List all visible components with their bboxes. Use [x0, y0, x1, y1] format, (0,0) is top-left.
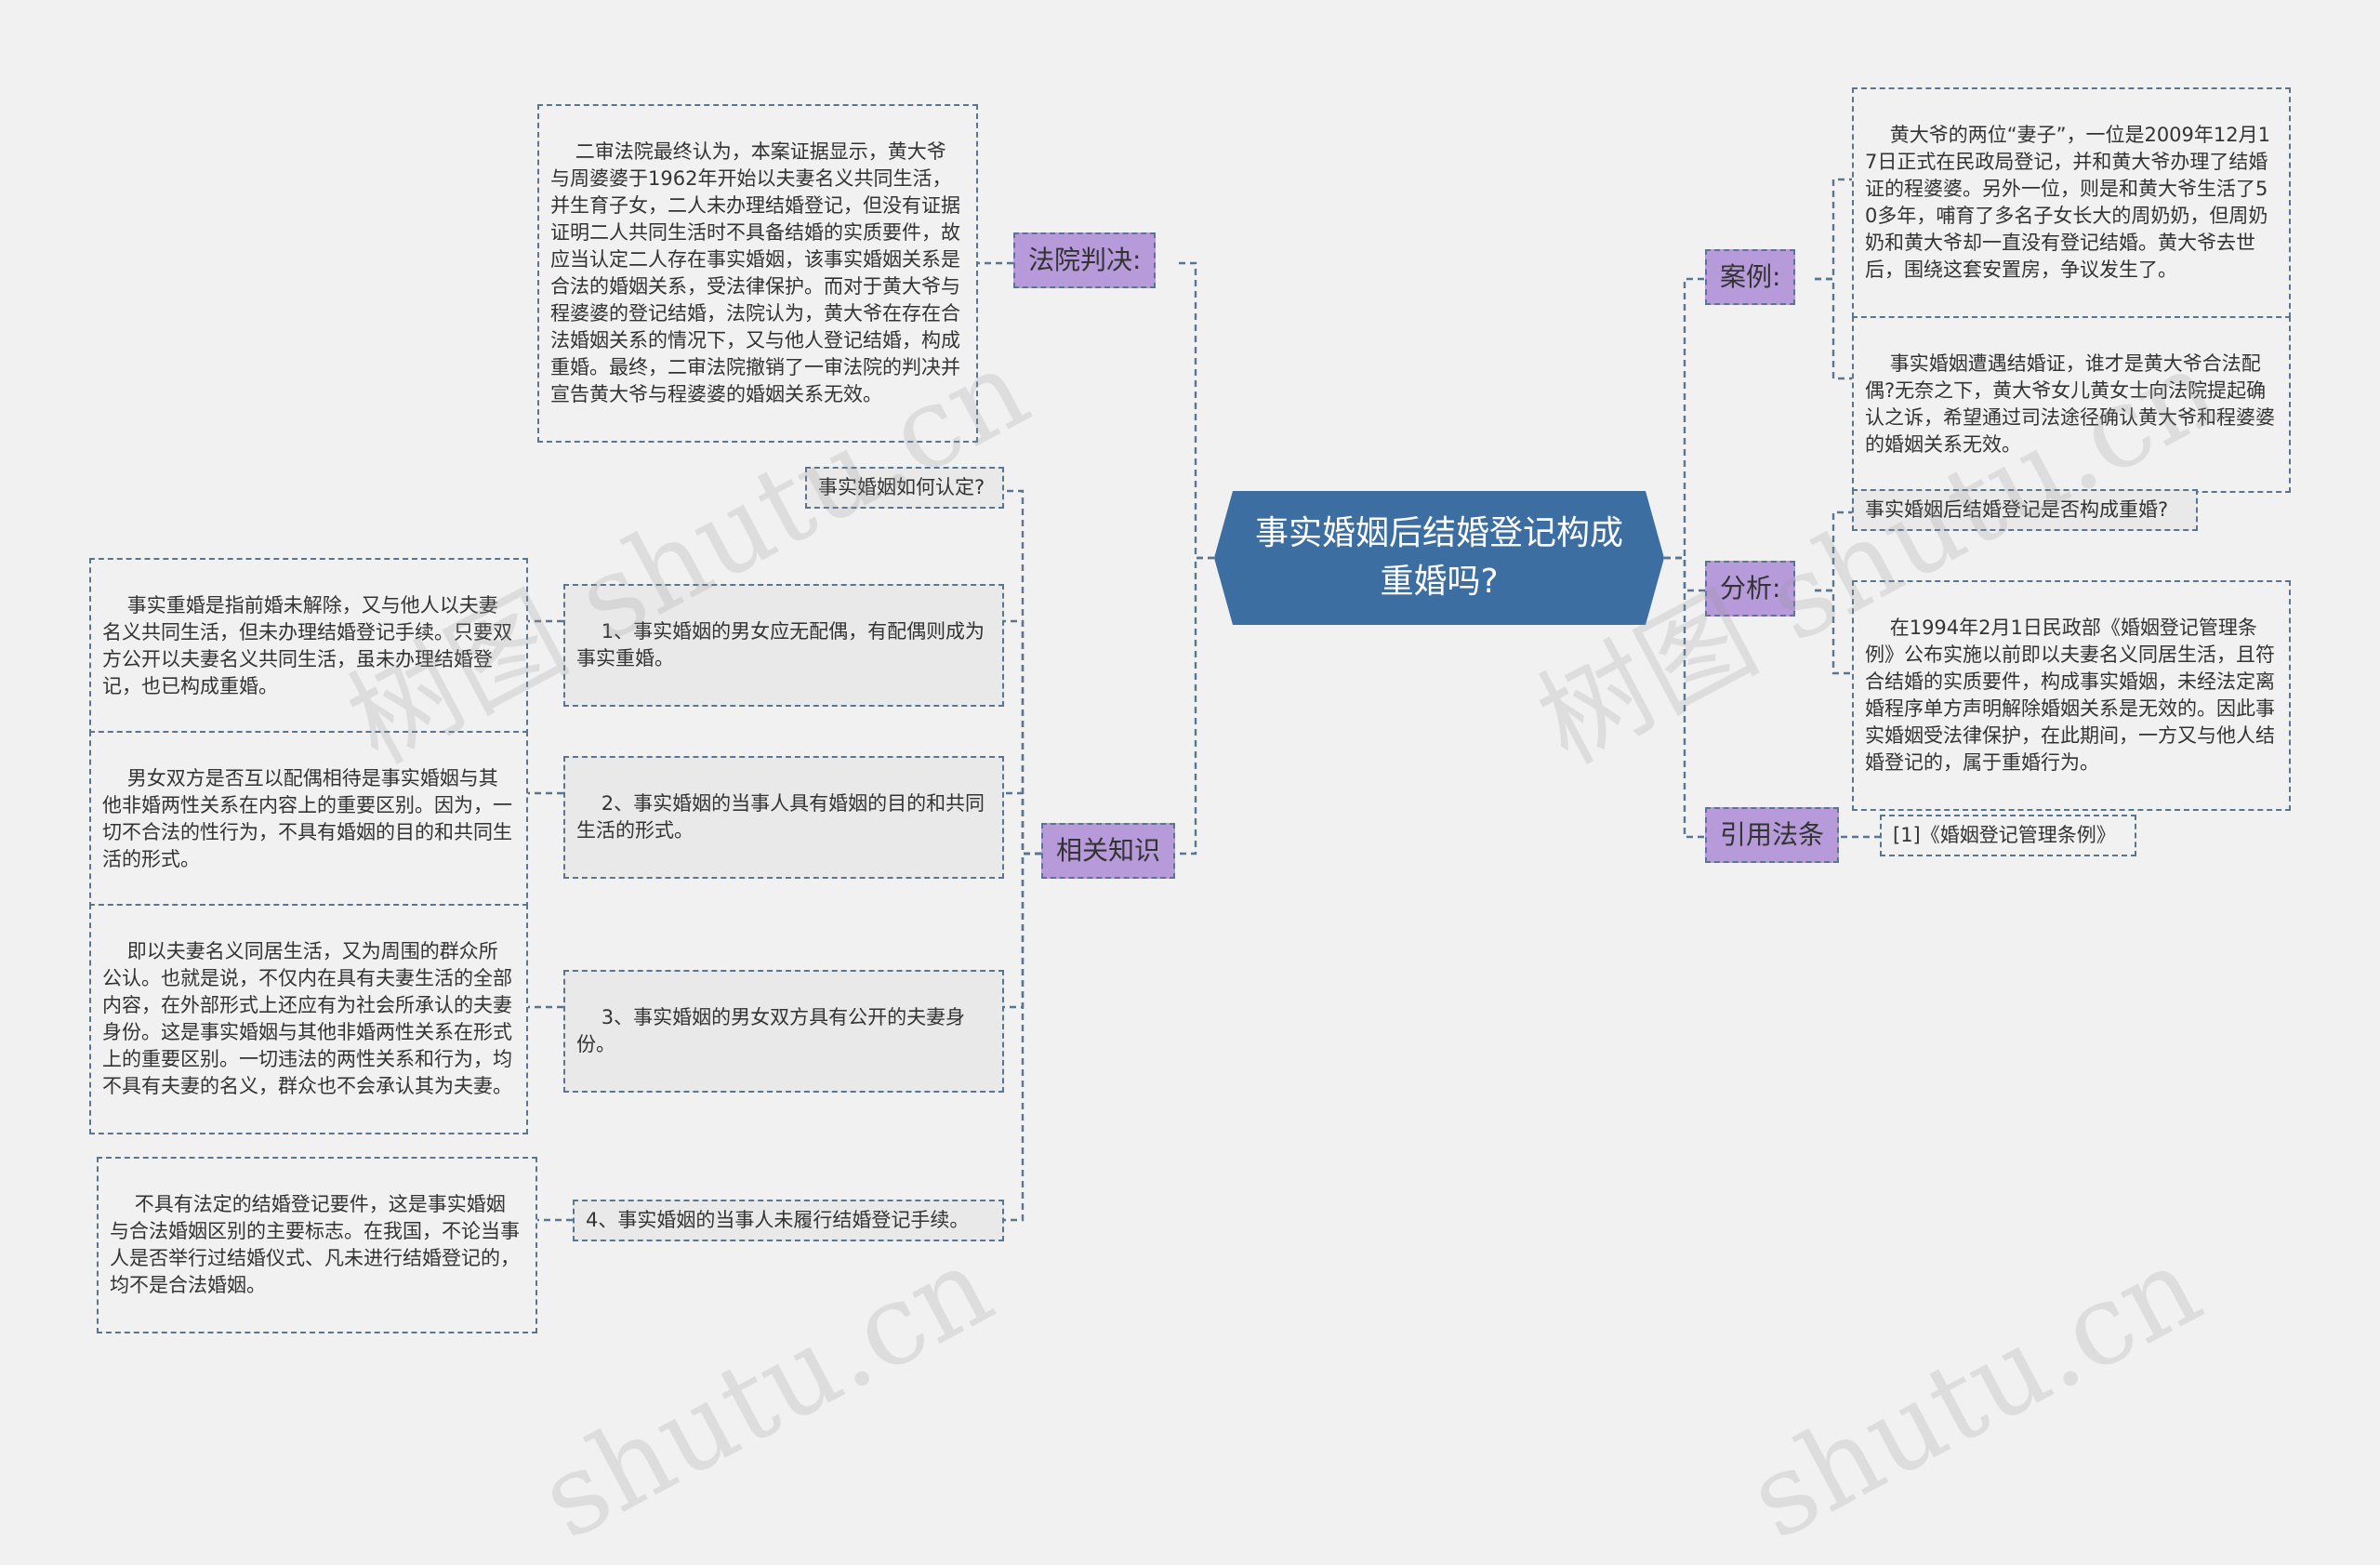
knowledge-detail-1-text: 事实重婚是指前婚未解除，又与他人以夫妻名义共同生活，但未办理结婚登记手续。只要双…	[102, 594, 512, 697]
link-case-text1	[1815, 178, 1852, 281]
branch-knowledge-label: 相关知识	[1056, 835, 1161, 866]
cited-law-text-content: [1]《婚姻登记管理条例》	[1893, 824, 2116, 846]
knowledge-point-2-text: 2、事实婚姻的当事人具有婚姻的目的和共同生活的形式。	[576, 792, 985, 842]
branch-analysis[interactable]: 分析:	[1705, 561, 1796, 617]
knowledge-detail-3-text: 即以夫妻名义同居生活，又为周围的群众所公认。也就是说，不仅内在具有夫妻生活的全部…	[102, 940, 512, 1097]
connector-lines	[528, 178, 1880, 1222]
case-text-2: 事实婚姻遭遇结婚证，谁才是黄大爷合法配偶?无奈之下，黄大爷女儿黄女士向法院提起确…	[1852, 316, 2291, 493]
link-center-knowledge	[1177, 556, 1214, 855]
branch-law-label: 引用法条	[1720, 819, 1825, 850]
court-judgment-text: 二审法院最终认为，本案证据显示，黄大爷与周婆婆于1962年开始以夫妻名义共同生活…	[537, 104, 978, 443]
analysis-text-content: 在1994年2月1日民政部《婚姻登记管理条例》公布实施以前即以夫妻名义同居生活，…	[1865, 617, 2275, 774]
knowledge-point-1: 1、事实婚姻的男女应无配偶，有配偶则成为事实重婚。	[563, 584, 1004, 707]
branch-related-knowledge[interactable]: 相关知识	[1041, 823, 1176, 879]
branch-case[interactable]: 案例:	[1705, 249, 1796, 305]
link-center-case	[1664, 277, 1705, 560]
analysis-question: 事实婚姻后结婚登记是否构成重婚?	[1852, 489, 2198, 531]
knowledge-detail-1: 事实重婚是指前婚未解除，又与他人以夫妻名义共同生活，但未办理结婚登记手续。只要双…	[89, 558, 528, 735]
cited-law-text: [1]《婚姻登记管理条例》	[1880, 815, 2136, 856]
knowledge-question: 事实婚姻如何认定?	[805, 467, 1004, 509]
knowledge-detail-4-text: 不具有法定的结婚登记要件，这是事实婚姻与合法婚姻区别的主要标志。在我国，不论当事…	[110, 1193, 520, 1296]
central-topic[interactable]: 事实婚姻后结婚登记构成重婚吗?	[1214, 491, 1664, 625]
knowledge-point-4: 4、事实婚姻的当事人未履行结婚登记手续。	[573, 1200, 1004, 1241]
branch-analysis-label: 分析:	[1720, 573, 1781, 603]
knowledge-point-2: 2、事实婚姻的当事人具有婚姻的目的和共同生活的形式。	[563, 756, 1004, 879]
branch-court-label: 法院判决:	[1028, 245, 1142, 275]
central-topic-title: 事实婚姻后结婚登记构成重婚吗?	[1254, 514, 1623, 601]
knowledge-point-4-text: 4、事实婚姻的当事人未履行结婚登记手续。	[586, 1209, 970, 1231]
link-center-court	[1177, 261, 1214, 560]
knowledge-detail-2-text: 男女双方是否互以配偶相待是事实婚姻与其他非婚两性关系在内容上的重要区别。因为，一…	[102, 767, 512, 870]
knowledge-point-3-text: 3、事实婚姻的男女双方具有公开的夫妻身份。	[576, 1006, 966, 1055]
knowledge-question-text: 事实婚姻如何认定?	[818, 476, 985, 498]
knowledge-detail-3: 即以夫妻名义同居生活，又为周围的群众所公认。也就是说，不仅内在具有夫妻生活的全部…	[89, 904, 528, 1134]
link-knowledge-question	[1004, 489, 1041, 855]
knowledge-point-3: 3、事实婚姻的男女双方具有公开的夫妻身份。	[563, 970, 1004, 1093]
knowledge-point-1-text: 1、事实婚姻的男女应无配偶，有配偶则成为事实重婚。	[576, 620, 985, 670]
link-case-text2	[1815, 277, 1852, 380]
link-knowledge-item2	[1004, 791, 1041, 855]
branch-court-judgment[interactable]: 法院判决:	[1013, 232, 1157, 288]
case-text-2-content: 事实婚姻遭遇结婚证，谁才是黄大爷合法配偶?无奈之下，黄大爷女儿黄女士向法院提起确…	[1865, 352, 2275, 456]
knowledge-detail-2: 男女双方是否互以配偶相待是事实婚姻与其他非婚两性关系在内容上的重要区别。因为，一…	[89, 731, 528, 908]
case-text-1: 黄大爷的两位“妻子”，一位是2009年12月17日正式在民政局登记，并和黄大爷办…	[1852, 87, 2291, 318]
link-center-law	[1664, 556, 1705, 839]
link-analysis-text1	[1815, 511, 1852, 592]
mind-map: 事实婚姻后结婚登记构成重婚吗? 法院判决: 二审法院最终认为，本案证据显示，黄大…	[89, 87, 2291, 1565]
court-judgment-text-content: 二审法院最终认为，本案证据显示，黄大爷与周婆婆于1962年开始以夫妻名义共同生活…	[550, 140, 960, 405]
analysis-question-text: 事实婚姻后结婚登记是否构成重婚?	[1865, 498, 2169, 521]
link-knowledge-item1	[1004, 619, 1041, 855]
branch-cited-law[interactable]: 引用法条	[1705, 807, 1840, 863]
link-analysis-text2	[1815, 589, 1852, 675]
case-text-1-content: 黄大爷的两位“妻子”，一位是2009年12月17日正式在民政局登记，并和黄大爷办…	[1865, 124, 2270, 281]
analysis-text: 在1994年2月1日民政部《婚姻登记管理条例》公布实施以前即以夫妻名义同居生活，…	[1852, 580, 2291, 811]
link-knowledge-item4	[1004, 852, 1041, 1222]
branch-case-label: 案例:	[1720, 261, 1781, 292]
knowledge-detail-4: 不具有法定的结婚登记要件，这是事实婚姻与合法婚姻区别的主要标志。在我国，不论当事…	[97, 1157, 537, 1333]
